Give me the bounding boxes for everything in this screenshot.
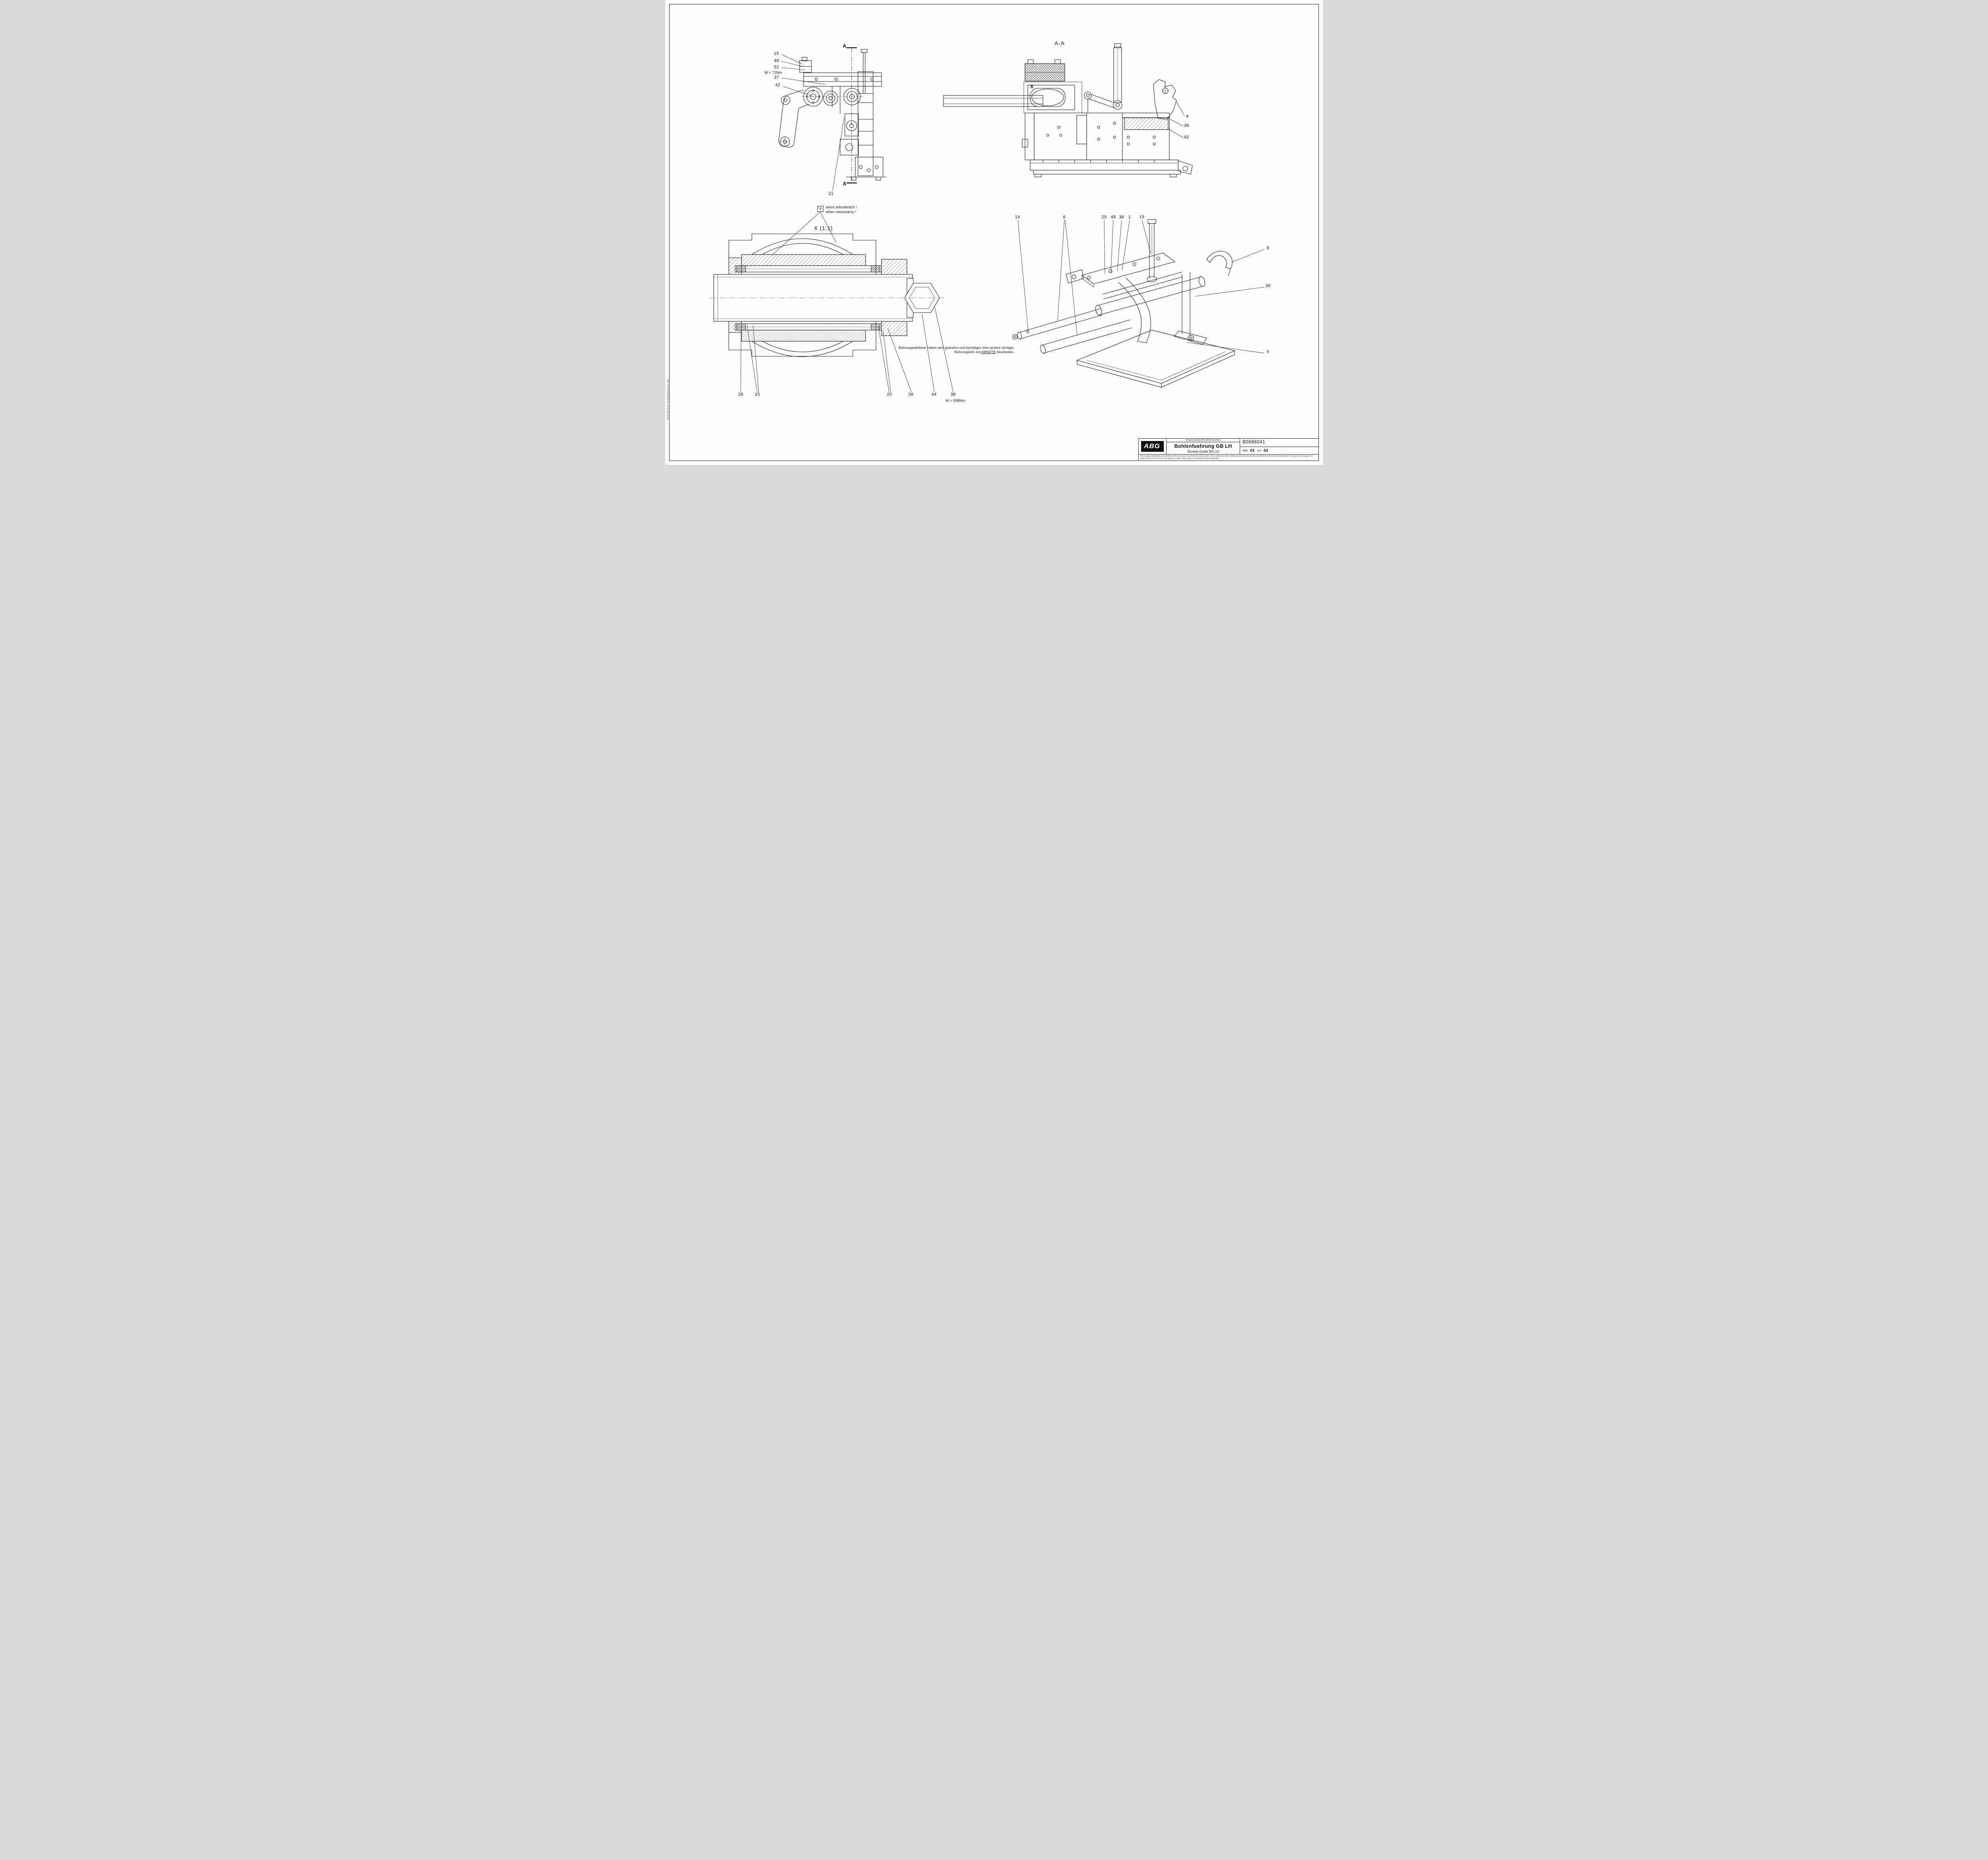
callout-39-section: 39 xyxy=(1184,123,1189,128)
legal-text: The copying, distribution and utilizatio… xyxy=(1140,455,1312,459)
side-view-drawing xyxy=(779,47,886,191)
protection-note: Schutzvermerk ISO 16016 beachten xyxy=(1167,439,1240,442)
amnote-link: AMNOTE xyxy=(981,350,996,354)
callout-36: 36 xyxy=(1119,215,1124,220)
drawing-number: B0686041 xyxy=(1240,439,1318,447)
section-view-title: A-A xyxy=(1054,40,1065,47)
sheet-total: 01 xyxy=(1264,448,1268,453)
iso-view-drawing xyxy=(1012,219,1265,388)
sheet-label: Blatt xyxy=(1242,449,1248,452)
revision-note: Bohrungsattribute haben sich geändert un… xyxy=(888,346,1014,354)
title-block: ABG Schutzvermerk ISO 16016 beachten Boh… xyxy=(1138,438,1319,461)
revision-note-suffix: bearbeiten. xyxy=(996,350,1014,354)
callout-25-left: 25 xyxy=(755,392,760,397)
callout-15-iso: 15 xyxy=(1139,215,1145,220)
margin-drawing-id: FM1230710S-3TN2306666041_001 xyxy=(667,378,670,420)
callout-8-section: 8 xyxy=(1186,114,1189,119)
detail-view-title: X (1:1) xyxy=(814,225,833,231)
callout-5: 5 xyxy=(1266,350,1270,354)
revision-note-line2: Bohrungsinfo mit AMNOTE bearbeiten. xyxy=(888,350,1014,354)
callout-48: 48 xyxy=(774,58,779,63)
sheet-number: 01 xyxy=(1250,448,1255,453)
section-marker-a-top: A xyxy=(843,43,846,49)
section-view-drawing xyxy=(943,43,1193,177)
callout-20: 20 xyxy=(1101,215,1107,220)
drawing-title-primary: Bohlenfuehrung GB LH xyxy=(1174,443,1232,449)
torque-note-598nm: M = 598Nm xyxy=(945,398,965,403)
callout-1: 1 xyxy=(1128,215,1131,220)
note-text-de: wenn erforderlich ! xyxy=(826,205,857,209)
drawing-sheet: A A 15 48 52 M = 71Nm 37 42 21 A-A X 8 3… xyxy=(665,0,1323,465)
title-cell: Schutzvermerk ISO 16016 beachten Bohlenf… xyxy=(1167,439,1240,454)
abg-logo: ABG xyxy=(1141,441,1164,452)
sheet-info: Blatt 01 von 01 xyxy=(1240,447,1318,454)
detail-view-drawing xyxy=(710,212,953,392)
callout-21: 21 xyxy=(828,191,834,196)
revision-note-line1: Bohrungsattribute haben sich geändert un… xyxy=(899,346,1014,350)
technical-drawing-canvas xyxy=(710,43,1265,392)
revision-note-prefix: Bohrungsinfo mit xyxy=(954,350,981,354)
callout-42-side: 42 xyxy=(775,83,780,87)
drawing-title-secondary: Screed Guide BS LH xyxy=(1187,449,1219,453)
title-block-main-row: ABG Schutzvermerk ISO 16016 beachten Boh… xyxy=(1139,439,1318,455)
abg-logo-cell: ABG xyxy=(1139,439,1167,454)
callout-39-iso: 39 xyxy=(1265,284,1271,288)
section-marker-a-bottom: A xyxy=(843,181,846,187)
callout-14: 14 xyxy=(1015,215,1020,220)
detail-x-marker: X xyxy=(1030,84,1034,89)
number-cell: B0686041 Blatt 01 von 01 xyxy=(1240,439,1318,454)
sheet-of-label: von xyxy=(1257,449,1262,452)
callout-25-right: 25 xyxy=(887,392,892,397)
note-text-en: when necessarry ! xyxy=(826,210,856,214)
callout-42-section: 42 xyxy=(1184,135,1189,140)
callout-8-iso: 8 xyxy=(1266,246,1270,251)
callout-48-iso: 48 xyxy=(1110,215,1116,220)
callout-6: 6 xyxy=(1063,215,1066,220)
note-ref-box-9: 9 xyxy=(817,206,823,212)
callout-38: 38 xyxy=(950,392,956,397)
callout-26-left: 26 xyxy=(738,392,744,397)
callout-52: 52 xyxy=(774,65,779,70)
callout-26-right: 26 xyxy=(908,392,914,397)
callout-37: 37 xyxy=(774,75,779,80)
callout-15: 15 xyxy=(774,51,779,56)
torque-note-71nm: M = 71Nm xyxy=(764,70,782,75)
callout-44: 44 xyxy=(931,392,937,397)
